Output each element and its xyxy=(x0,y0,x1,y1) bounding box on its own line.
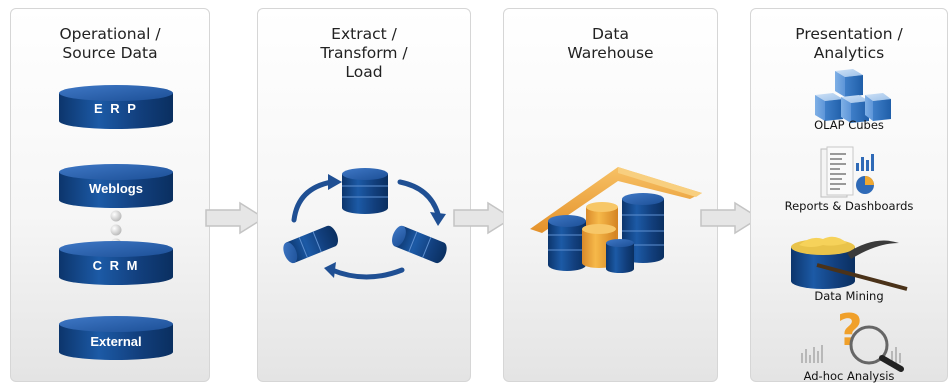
database-cylinder-icon xyxy=(392,225,447,264)
title-line: Source Data xyxy=(62,44,158,62)
analytics-title: Presentation / Analytics xyxy=(751,25,947,63)
source-data-panel: Operational / Source Data E R P Weblogs … xyxy=(10,8,210,382)
crm-database: C R M xyxy=(59,241,173,285)
warehouse-icon xyxy=(530,167,702,273)
warehouse-title: Data Warehouse xyxy=(504,25,717,63)
database-cylinder-icon xyxy=(59,164,173,208)
database-cylinder-icon xyxy=(59,241,173,285)
external-database: External xyxy=(59,316,173,360)
report-icon xyxy=(820,146,874,198)
magnifier-icon: ? xyxy=(801,309,904,372)
title-line: Data xyxy=(591,25,629,43)
external-label: External xyxy=(90,334,142,349)
flow-arrow-icon xyxy=(205,201,266,235)
flow-arrow-icon xyxy=(453,201,514,235)
database-cylinder-icon xyxy=(59,85,173,129)
question-mark-icon: ? xyxy=(837,309,863,356)
source-data-title: Operational / Source Data xyxy=(11,25,209,63)
adhoc-analysis-label: Ad-hoc Analysis xyxy=(803,369,895,383)
title-line: Operational / xyxy=(59,25,161,43)
cube-stack-icon xyxy=(815,69,891,123)
pickaxe-icon xyxy=(791,236,908,291)
erp-database: E R P xyxy=(59,85,173,129)
analytics-panel: Presentation / Analytics OLAP Cubes xyxy=(750,8,948,383)
title-line: Transform / xyxy=(320,44,408,62)
database-cylinder-icon xyxy=(59,316,173,360)
arrowhead-icon xyxy=(324,174,446,278)
title-line: Warehouse xyxy=(567,44,654,62)
olap-cubes-label: OLAP Cubes xyxy=(814,118,884,132)
weblogs-label: Weblogs xyxy=(89,181,143,196)
etl-cycle-icon xyxy=(283,168,447,280)
title-line: Presentation / xyxy=(795,25,903,43)
data-mining-label: Data Mining xyxy=(814,289,884,303)
title-line: Load xyxy=(345,63,383,81)
reports-dashboards-label: Reports & Dashboards xyxy=(784,199,914,213)
crm-label: C R M xyxy=(92,258,140,273)
database-cylinder-icon xyxy=(283,225,338,264)
database-cylinder-icon xyxy=(342,168,388,214)
weblogs-database: Weblogs xyxy=(59,164,173,208)
etl-title: Extract / Transform / Load xyxy=(258,25,470,82)
title-line: Extract / xyxy=(331,25,397,43)
cycle-arrow-icon xyxy=(291,179,441,280)
erp-label: E R P xyxy=(94,101,138,116)
title-line: Analytics xyxy=(813,44,885,62)
etl-panel: Extract / Transform / Load xyxy=(257,8,471,382)
flow-arrow-icon xyxy=(700,201,761,235)
warehouse-panel: Data Warehouse xyxy=(503,8,718,382)
